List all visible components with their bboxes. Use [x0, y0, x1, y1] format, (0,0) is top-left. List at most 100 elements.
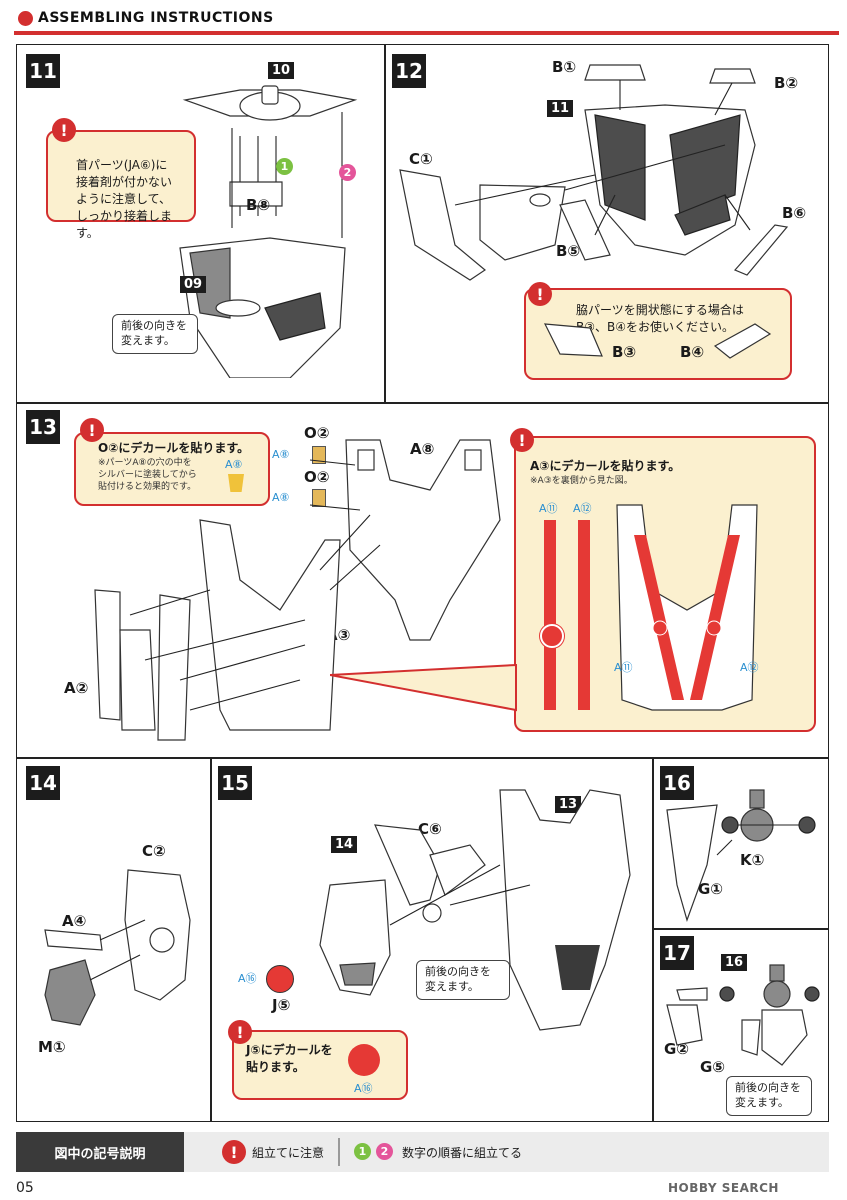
notice-icon: !: [528, 282, 552, 306]
emblem-icon: [540, 624, 564, 648]
divider: [384, 44, 386, 403]
ref-step-11: 11: [547, 100, 574, 117]
part-label: B⑧: [246, 196, 271, 214]
direction-note: 前後の向きを 変えます。: [416, 960, 510, 1000]
decal-label: A⑫: [740, 661, 759, 674]
alt-parts-illustration: [543, 323, 772, 359]
notice-text: O②にデカールを貼ります。: [98, 441, 250, 455]
step-11-illustration: [179, 85, 358, 378]
divider: [16, 402, 829, 404]
decal-swatch-icon: [312, 489, 326, 507]
part-label-m1: M①: [38, 1038, 66, 1056]
step-15-illustration: [319, 789, 631, 1031]
step-number: 12: [392, 54, 426, 88]
decal-label: A⑯: [238, 972, 257, 985]
ref-step-09: 09: [180, 276, 207, 293]
step-12-illustration: [399, 64, 789, 281]
part-label-g1: G①: [698, 880, 724, 898]
part-label-j5: J⑤: [272, 996, 291, 1014]
step-number: 14: [26, 766, 60, 800]
legend-heading: 図中の記号説明: [16, 1132, 184, 1172]
decal-label: A⑪: [539, 502, 558, 515]
decal-label: A⑧: [272, 448, 290, 461]
divider: [652, 757, 654, 1122]
part-label-o2: O②: [304, 468, 330, 486]
step-number: 13: [26, 410, 60, 444]
part-label-a8: A⑧: [410, 440, 435, 458]
part-label-b6: B⑥: [782, 204, 807, 222]
notice-text: 首パーツ(JA⑥)に 接着剤が付かない ように注意して、 しっかり接着します。: [76, 158, 173, 240]
part-label-c1: C①: [409, 150, 433, 168]
sequence-2-icon: 2: [376, 1143, 393, 1160]
ref-step-16: 16: [721, 954, 748, 971]
decal-label: A⑧: [225, 458, 243, 471]
notice-callout: O②にデカールを貼ります。 ※パーツA⑧の穴の中を シルバーに塗装してから 貼付…: [74, 432, 270, 506]
step-number: 11: [26, 54, 60, 88]
direction-note: 前後の向きを 変えます。: [112, 314, 198, 354]
legend-sequence-text: 数字の順番に組立てる: [402, 1146, 523, 1160]
brand-logo-icon: [18, 11, 33, 26]
notice-note: ※パーツA⑧の穴の中を シルバーに塗装してから 貼付けると効果的です。: [98, 458, 197, 492]
sequence-1-icon: 1: [354, 1143, 371, 1160]
decal-label: A⑫: [573, 502, 592, 515]
notice-icon: !: [228, 1020, 252, 1044]
notice-icon: !: [80, 418, 104, 442]
notice-text: J⑤にデカールを 貼ります。: [246, 1043, 333, 1074]
ref-step-13: 13: [555, 796, 582, 813]
step-17-illustration: [666, 964, 820, 1066]
part-label-a4: A④: [62, 912, 87, 930]
page-title: ASSEMBLING INSTRUCTIONS: [38, 10, 274, 26]
step-16-illustration: [666, 789, 816, 922]
header-rule: [14, 31, 839, 35]
notice-text: 脇パーツを開状態にする場合は B③、B④をお使いください。: [576, 303, 744, 334]
step-13-illustration: [94, 439, 501, 741]
notice-icon: !: [510, 428, 534, 452]
part-label-c2: C②: [142, 842, 166, 860]
sequence-1-icon: 1: [276, 158, 293, 175]
decal-stripe-a11: [544, 520, 556, 710]
part-label-g2: G②: [664, 1040, 690, 1058]
divider: [652, 928, 829, 930]
direction-note: 前後の向きを 変えます。: [726, 1076, 812, 1116]
part-label-c6: C⑥: [418, 820, 442, 838]
decal-label: A⑧: [272, 491, 290, 504]
notice-icon: !: [52, 118, 76, 142]
watermark-logo: HOBBY SEARCH: [668, 1181, 779, 1195]
notice-icon: !: [222, 1140, 246, 1164]
divider: [338, 1138, 340, 1166]
divider: [16, 757, 829, 759]
part-label-g5: G⑤: [700, 1058, 726, 1076]
decal-swatch-icon: [228, 474, 244, 492]
part-label-k1: K①: [740, 851, 765, 869]
part-label-o2: O②: [304, 424, 330, 442]
decal-swatch-icon: [312, 446, 326, 464]
step-number: 17: [660, 936, 694, 970]
step-14-illustration: [44, 869, 191, 1026]
instruction-frame: [16, 44, 829, 1122]
decal-dot-icon: [348, 1044, 380, 1076]
a3-rear-illustration: [616, 504, 758, 711]
page-number: 05: [16, 1180, 34, 1196]
red-dome-part-icon: [266, 965, 294, 993]
ref-step-14: 14: [331, 836, 358, 853]
step-number: 15: [218, 766, 252, 800]
decal-label: A⑯: [354, 1082, 373, 1095]
part-label-b2: B②: [774, 74, 799, 92]
part-label-b1: B①: [552, 58, 577, 76]
notice-callout: J⑤にデカールを 貼ります。: [232, 1030, 408, 1100]
step-number: 16: [660, 766, 694, 800]
part-label-b4: B④: [680, 343, 705, 361]
divider: [210, 757, 212, 1122]
decal-stripe-a12: [578, 520, 590, 710]
part-label-a2: A②: [64, 679, 89, 697]
notice-note: ※A③を裏側から見た図。: [530, 476, 633, 486]
sequence-2-icon: 2: [339, 164, 356, 181]
notice-text: A③にデカールを貼ります。: [530, 459, 681, 473]
notice-callout: 首パーツ(JA⑥)に 接着剤が付かない ように注意して、 しっかり接着します。: [46, 130, 196, 240]
part-label-b3: B③: [612, 343, 637, 361]
decal-label: A⑪: [614, 661, 633, 674]
ref-step-10: 10: [268, 62, 295, 79]
legend-notice-text: 組立てに注意: [252, 1146, 325, 1160]
part-label-b5: B⑤: [556, 242, 581, 260]
callout-pointer: [330, 663, 517, 712]
